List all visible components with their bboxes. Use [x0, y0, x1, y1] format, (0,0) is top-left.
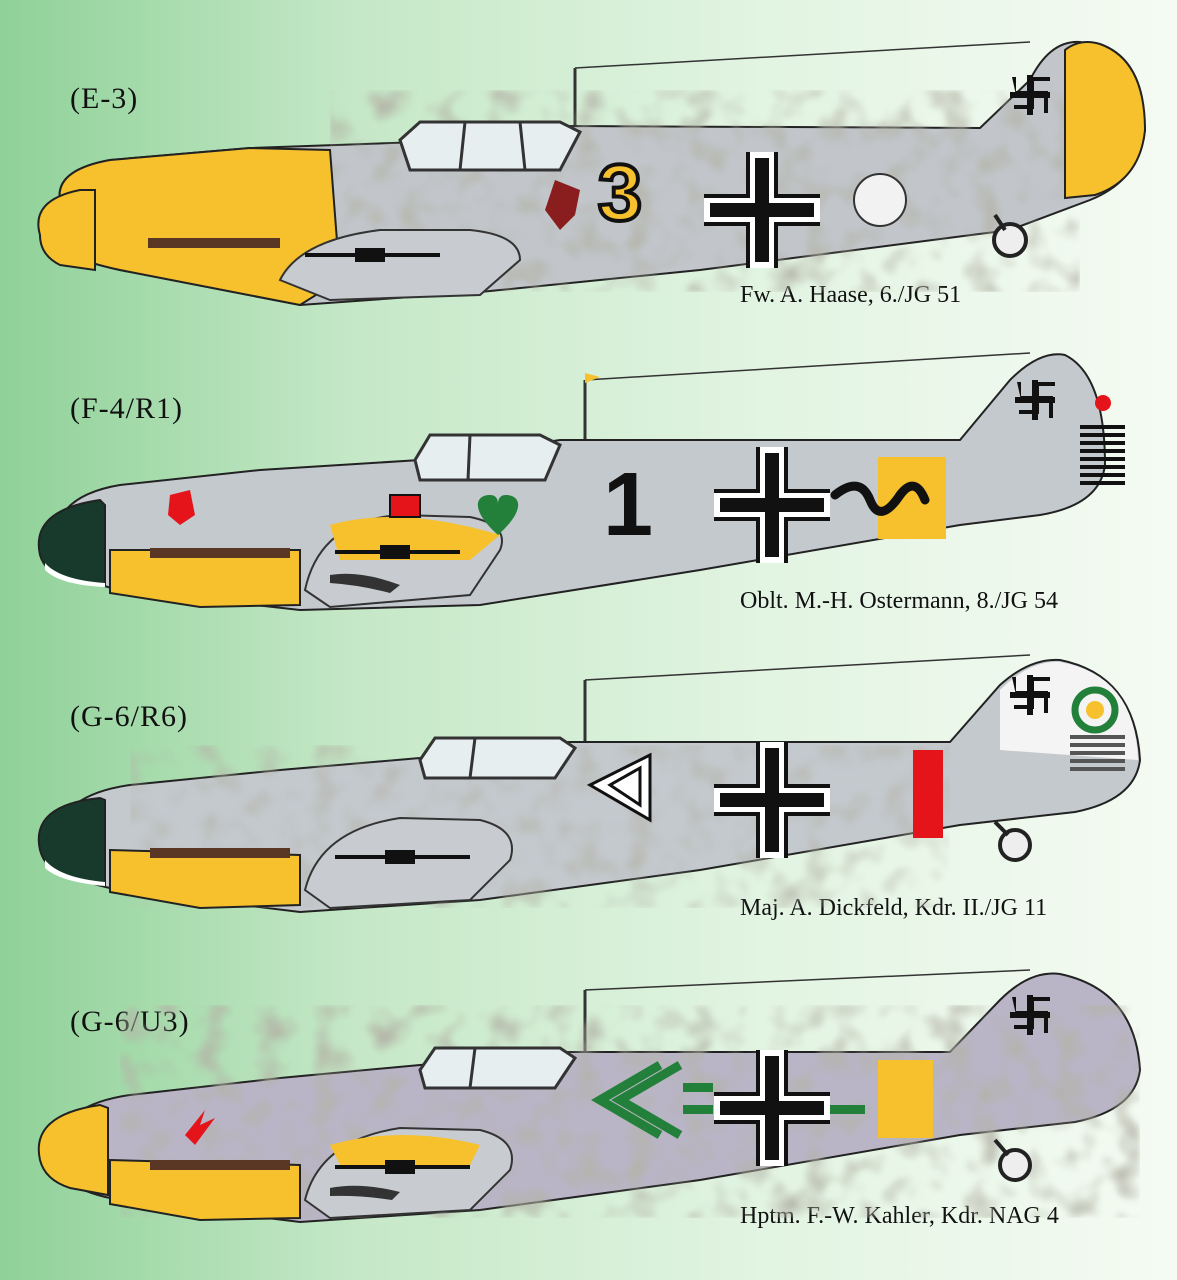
wreath-icon: [1071, 686, 1119, 734]
aircraft-number: 3: [598, 148, 643, 237]
aircraft-profile-g6u3: [37, 969, 1142, 1224]
unit-emblem-icon: [185, 1110, 215, 1145]
swastika-icon: [1015, 380, 1055, 420]
unit-emblem-icon: [545, 180, 580, 230]
heart-icon: [477, 495, 519, 535]
unit-emblem-icon: [853, 173, 907, 227]
swastika-icon: [1010, 675, 1050, 715]
pilot-caption: Oblt. M.-H. Ostermann, 8./JG 54: [740, 588, 1058, 614]
pilot-caption: Hptm. F.-W. Kahler, Kdr. NAG 4: [740, 1203, 1059, 1229]
aircraft-profile-f4r1: 1: [37, 352, 1125, 612]
swastika-icon: [1010, 995, 1050, 1035]
chevron-icon: [591, 1061, 663, 1139]
variant-label: (G-6/R6): [70, 700, 188, 733]
aircraft-profile-e3: 3: [37, 40, 1147, 307]
aircraft-profile-g6r6: [37, 654, 1142, 914]
aircraft-number: 1: [603, 455, 653, 555]
variant-label: (E-3): [70, 82, 139, 115]
variant-label: (G-6/U3): [70, 1005, 190, 1038]
pilot-caption: Fw. A. Haase, 6./JG 51: [740, 282, 962, 308]
swastika-icon: [1010, 75, 1050, 115]
pilot-caption: Maj. A. Dickfeld, Kdr. II./JG 11: [740, 895, 1048, 921]
variant-label: (F-4/R1): [70, 392, 183, 425]
unit-emblem-icon: [168, 490, 195, 525]
